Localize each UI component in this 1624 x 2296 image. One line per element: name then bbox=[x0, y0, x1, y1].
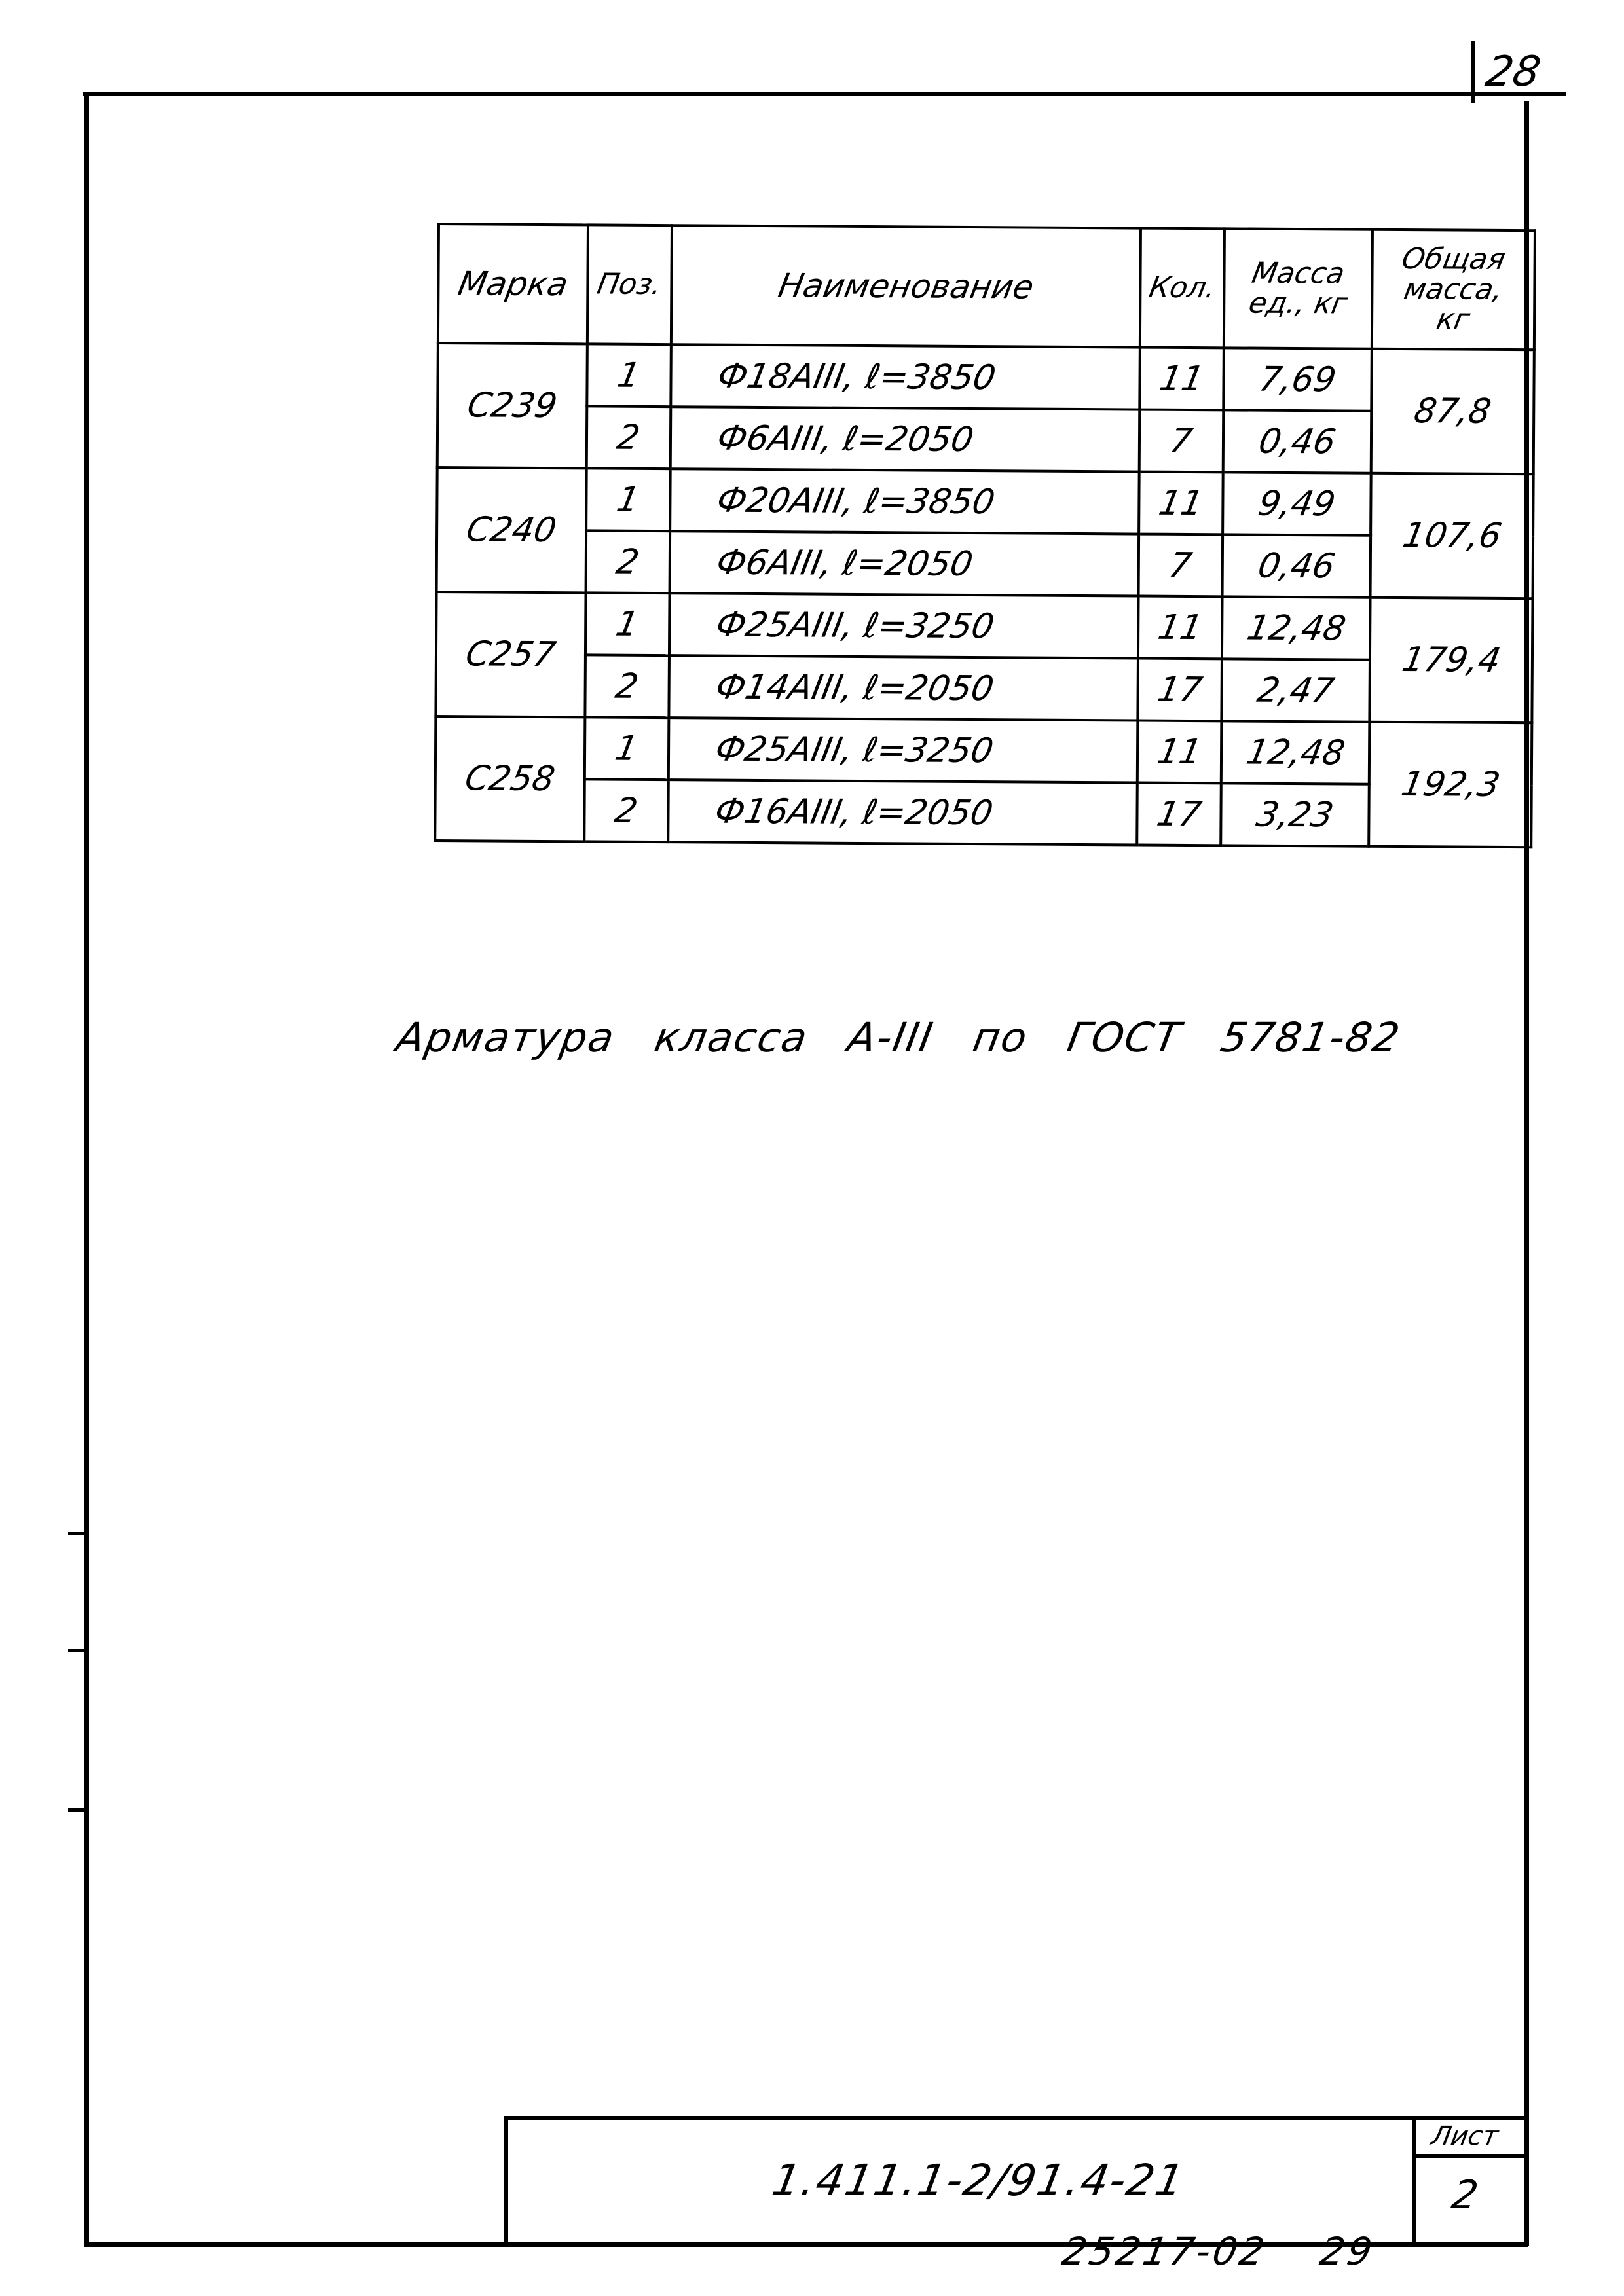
header-unit-mass: Масса ед., кг bbox=[1223, 228, 1373, 349]
title-block-top-border bbox=[504, 2116, 1528, 2120]
total-mass-cell: 192,3 bbox=[1369, 721, 1532, 848]
quantity-cell: 7 bbox=[1139, 409, 1224, 473]
name-cell: Ф16АIII, ℓ=2050 bbox=[668, 780, 1137, 845]
position-cell: 2 bbox=[585, 530, 671, 594]
unit-mass-cell: 0,46 bbox=[1222, 534, 1371, 598]
table-row: С240 1 Ф20АIII, ℓ=3850 11 9,49 107,6 bbox=[436, 467, 1534, 599]
binding-tick-mark bbox=[68, 1532, 89, 1535]
archive-number: 25217-02 29 bbox=[1059, 2229, 1378, 2274]
unit-mass-cell: 7,69 bbox=[1223, 348, 1372, 411]
page-number-divider bbox=[1471, 41, 1475, 103]
table-row: С239 1 Ф18АIII, ℓ=3850 11 7,69 87,8 bbox=[437, 343, 1534, 475]
name-cell: Ф18АIII, ℓ=3850 bbox=[671, 344, 1140, 410]
mark-cell: С239 bbox=[437, 343, 587, 469]
position-cell: 1 bbox=[586, 468, 671, 532]
unit-mass-cell: 12,48 bbox=[1221, 721, 1370, 784]
unit-mass-cell: 0,46 bbox=[1223, 410, 1372, 473]
table-header-row: Марка Поз. Наименование Кол. Масса ед., … bbox=[437, 224, 1535, 350]
frame-top-border bbox=[83, 92, 1566, 96]
mark-cell: С258 bbox=[435, 716, 585, 842]
name-cell: Ф6АIII, ℓ=2050 bbox=[669, 531, 1139, 596]
unit-mass-cell: 2,47 bbox=[1221, 659, 1370, 722]
unit-mass-cell: 12,48 bbox=[1221, 596, 1371, 660]
quantity-cell: 11 bbox=[1139, 471, 1223, 535]
quantity-cell: 17 bbox=[1137, 782, 1221, 846]
quantity-cell: 11 bbox=[1137, 596, 1223, 659]
table-row: С257 1 Ф25АIII, ℓ=3250 11 12,48 179,4 bbox=[435, 592, 1533, 723]
name-cell: Ф25АIII, ℓ=3250 bbox=[669, 593, 1139, 659]
sheet-label: Лист bbox=[1428, 2121, 1501, 2151]
quantity-cell: 7 bbox=[1138, 534, 1223, 597]
unit-mass-cell: 3,23 bbox=[1221, 783, 1369, 847]
name-cell: Ф20АIII, ℓ=3850 bbox=[670, 469, 1139, 534]
frame-left-border bbox=[84, 92, 89, 2247]
title-block-left-border bbox=[504, 2116, 508, 2246]
binding-tick-mark bbox=[68, 1808, 89, 1812]
mark-cell: С240 bbox=[436, 467, 587, 593]
header-name: Наименование bbox=[671, 225, 1141, 348]
document-code: 1.411.1-2/91.4-21 bbox=[768, 2155, 1189, 2206]
position-cell: 2 bbox=[584, 779, 669, 843]
sheet-number: 2 bbox=[1448, 2172, 1482, 2218]
unit-mass-cell: 9,49 bbox=[1223, 472, 1371, 536]
quantity-cell: 17 bbox=[1137, 658, 1222, 721]
table-row: 2 Ф6АIII, ℓ=2050 7 0,46 bbox=[437, 530, 1534, 598]
name-cell: Ф6АIII, ℓ=2050 bbox=[670, 407, 1140, 472]
header-total-mass: Общая масса, кг bbox=[1371, 229, 1535, 350]
header-mark: Марка bbox=[437, 224, 588, 344]
position-cell: 2 bbox=[586, 406, 671, 469]
total-mass-cell: 107,6 bbox=[1370, 473, 1534, 599]
rebar-specification-table: Марка Поз. Наименование Кол. Масса ед., … bbox=[434, 223, 1536, 848]
table-row: 2 Ф14АIII, ℓ=2050 17 2,47 bbox=[435, 654, 1532, 723]
header-quantity: Кол. bbox=[1139, 228, 1225, 348]
mark-cell: С257 bbox=[435, 592, 586, 718]
title-block-sheet-divider bbox=[1412, 2116, 1416, 2246]
quantity-cell: 11 bbox=[1137, 720, 1222, 784]
position-cell: 2 bbox=[585, 655, 669, 718]
quantity-cell: 11 bbox=[1139, 347, 1224, 410]
table-row: 2 Ф6АIII, ℓ=2050 7 0,46 bbox=[437, 405, 1534, 474]
binding-tick-mark bbox=[68, 1649, 89, 1652]
frame-bottom-border bbox=[84, 2242, 1528, 2247]
total-mass-cell: 87,8 bbox=[1371, 348, 1534, 475]
position-cell: 1 bbox=[587, 344, 671, 407]
total-mass-cell: 179,4 bbox=[1369, 597, 1533, 723]
name-cell: Ф14АIII, ℓ=2050 bbox=[669, 655, 1138, 721]
name-cell: Ф25АIII, ℓ=3250 bbox=[668, 718, 1138, 783]
rebar-class-note: Арматура класса А-III по ГОСТ 5781-82 bbox=[392, 1013, 1405, 1061]
position-cell: 1 bbox=[585, 592, 670, 656]
title-block-sheet-hline bbox=[1412, 2154, 1528, 2158]
page-number: 28 bbox=[1482, 48, 1544, 96]
position-cell: 1 bbox=[584, 717, 669, 780]
header-position: Поз. bbox=[587, 225, 672, 345]
table-row: С258 1 Ф25АIII, ℓ=3250 11 12,48 192,3 bbox=[435, 716, 1532, 848]
frame-right-border bbox=[1524, 101, 1529, 2246]
table-row: 2 Ф16АIII, ℓ=2050 17 3,23 bbox=[435, 778, 1532, 847]
